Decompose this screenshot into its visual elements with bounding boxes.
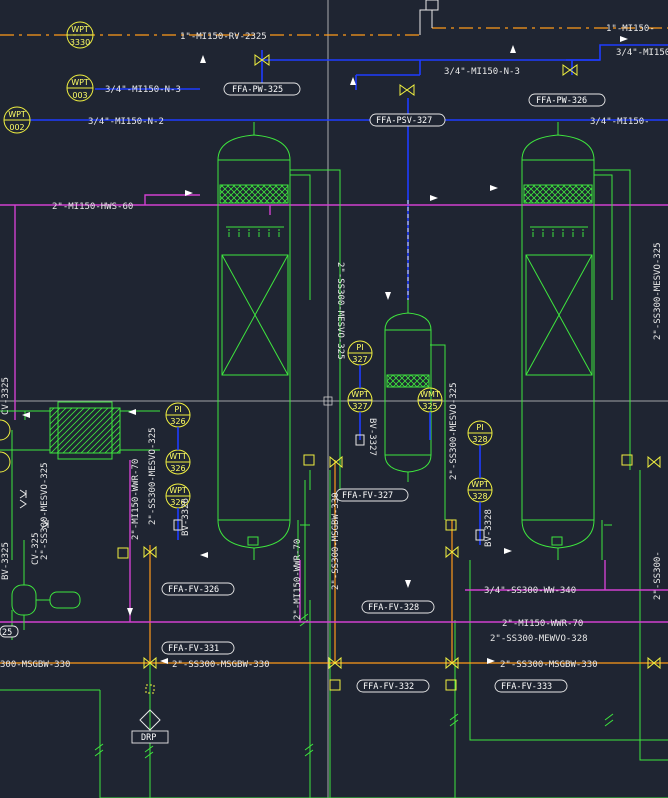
column-vessel-right[interactable] bbox=[521, 122, 595, 560]
inst-wpt-003-num: 003 bbox=[72, 91, 87, 100]
cursor-pickbox bbox=[323, 396, 333, 406]
line-wwr-70[interactable] bbox=[0, 460, 668, 623]
line-rv-2325[interactable] bbox=[0, 0, 668, 36]
line-label-mesvo-325-b: 2"-SS300-MESVO-325 bbox=[653, 242, 663, 340]
inst-wpt-326-type: WPT bbox=[169, 486, 187, 495]
heat-exchanger[interactable] bbox=[0, 401, 160, 460]
inst-wpt-327-num: 327 bbox=[352, 402, 367, 411]
inst-wpt-002-num: 002 bbox=[9, 123, 24, 132]
tag-ffa-fv-332: FFA-FV-332 bbox=[363, 682, 414, 692]
line-label-bv-3325: BV-3325 bbox=[1, 542, 11, 580]
inst-wpt-002-type: WPT bbox=[8, 110, 26, 119]
line-label-bv-3327: BV-3327 bbox=[367, 418, 377, 456]
tag-ffa-psv-327: FFA-PSV-327 bbox=[376, 116, 432, 126]
inst-wtt-326-num: 326 bbox=[170, 464, 185, 473]
inst-wpt-3330-num: 3330 bbox=[70, 38, 90, 47]
inst-pi-327-type: PI bbox=[356, 343, 363, 352]
inst-pi-328-type: PI bbox=[476, 423, 483, 432]
line-label-cv-3325: CV-3325 bbox=[1, 377, 11, 415]
check-valve-left-2[interactable] bbox=[41, 519, 49, 529]
line-label-cv-325: CV-325 bbox=[31, 532, 41, 565]
tag-ffa-pw-326: FFA-PW-326 bbox=[536, 96, 587, 106]
line-n-3[interactable] bbox=[95, 50, 600, 90]
inst-pi-326-type: PI bbox=[174, 405, 181, 414]
line-label-mesvo-325-d: 2"-SS300-MESVO-325 bbox=[148, 427, 158, 525]
line-label-n-2-left: 3/4"-MI150-N-2 bbox=[88, 117, 164, 127]
line-label-rv-2325-right: 1"-MI150- bbox=[606, 24, 655, 34]
line-label-bv-3328: BV-3328 bbox=[484, 509, 494, 547]
line-label-mesvo-325-a: 2"-SS300-MESVO-325 bbox=[335, 262, 345, 360]
inst-wpt-328-type: WPT bbox=[471, 480, 489, 489]
tag-box-cut-left[interactable] bbox=[0, 625, 19, 638]
line-label-wwr-70-v: 2"-MI150-WWR-70 bbox=[131, 459, 141, 540]
inst-wpt-003-type: WPT bbox=[71, 78, 89, 87]
line-label-msgbw-330-a: 2"-SS300-MSGBW-330 bbox=[172, 660, 270, 670]
flow-arrows bbox=[22, 36, 628, 664]
line-msgbw-330[interactable] bbox=[0, 460, 668, 664]
tag-ffa-pw-325: FFA-PW-325 bbox=[232, 85, 283, 95]
line-n-2[interactable] bbox=[30, 44, 668, 300]
inst-pi-327-num: 327 bbox=[352, 355, 367, 364]
line-label-msgbw-left: 300-MSGBW-330 bbox=[0, 660, 70, 670]
column-vessel-left[interactable] bbox=[217, 122, 291, 560]
control-valves[interactable] bbox=[117, 54, 661, 731]
tag-ffa-fv-328: FFA-FV-328 bbox=[368, 603, 419, 613]
line-label-n-2-right: 3/4"-MI150- bbox=[590, 117, 650, 127]
line-label-msgbw-330-v: 2"-SS300-MSGBW-330 bbox=[331, 492, 341, 590]
inst-wpt-328-num: 328 bbox=[472, 492, 487, 501]
inst-pi-328-num: 328 bbox=[472, 435, 487, 444]
line-label-n-3-right: 3/4"-MI150- bbox=[616, 48, 668, 58]
tag-ffa-fv-333: FFA-FV-333 bbox=[501, 682, 552, 692]
green-process-lines[interactable] bbox=[0, 169, 668, 798]
inst-wmt-325-num: 325 bbox=[422, 402, 437, 411]
tag-ffa-fv-331: FFA-FV-331 bbox=[168, 644, 219, 654]
line-label-ww-340: 3/4"-SS300-WW-340 bbox=[484, 586, 576, 596]
tag-boxes[interactable] bbox=[131, 82, 606, 744]
line-label-hws-60: 2"-MI150-HWS-60 bbox=[52, 202, 133, 212]
line-label-n-3-mid: 3/4"-MI150-N-3 bbox=[444, 67, 520, 77]
tag-ffa-fv-326: FFA-FV-326 bbox=[168, 585, 219, 595]
line-label-msgbw-330-b: 2"-SS300-MSGBW-330 bbox=[500, 660, 598, 670]
inst-pi-326-num: 326 bbox=[170, 417, 185, 426]
line-label-msgbw-330-right: 2"-SS300- bbox=[653, 551, 663, 600]
inst-wpt-326-num: 326 bbox=[170, 498, 185, 507]
line-label-n-3-left: 3/4"-MI150-N-3 bbox=[105, 85, 181, 95]
line-label-mesvo-325-e: 2"-SS300-MESVO-325 bbox=[40, 462, 50, 560]
line-label-mewvo-328: 2"-SS300-MEWVO-328 bbox=[490, 634, 588, 644]
inst-wtt-326-type: WTT bbox=[169, 452, 187, 461]
line-label-rv-2325: 1"-MI150-RV-2325 bbox=[180, 32, 267, 42]
inst-wpt-3330-type: WPT bbox=[71, 25, 89, 34]
check-valve-left[interactable] bbox=[19, 489, 27, 509]
line-hws-60[interactable] bbox=[0, 194, 668, 420]
inst-wpt-327-type: WPT bbox=[351, 390, 369, 399]
tag-cut-left: 25 bbox=[2, 628, 12, 638]
tag-ffa-fv-327: FFA-FV-327 bbox=[342, 491, 393, 501]
vessel-middle[interactable] bbox=[384, 300, 432, 482]
line-label-wwr-70-v2: 2"-MI150-WWR-70 bbox=[293, 539, 303, 620]
line-label-bv-3326: BV-3326 bbox=[181, 498, 191, 536]
line-label-mesvo-325-c: 2"-SS300-MESVO-325 bbox=[449, 382, 459, 480]
line-ww-340[interactable] bbox=[465, 560, 668, 591]
line-label-wwr-70: 2"-MI150-WWR-70 bbox=[502, 619, 583, 629]
tag-drp: DRP bbox=[141, 733, 156, 743]
inst-wmt-325-type: WMT bbox=[420, 390, 440, 399]
pipe-hatch-markers bbox=[94, 613, 614, 759]
drum-left[interactable] bbox=[11, 540, 81, 630]
